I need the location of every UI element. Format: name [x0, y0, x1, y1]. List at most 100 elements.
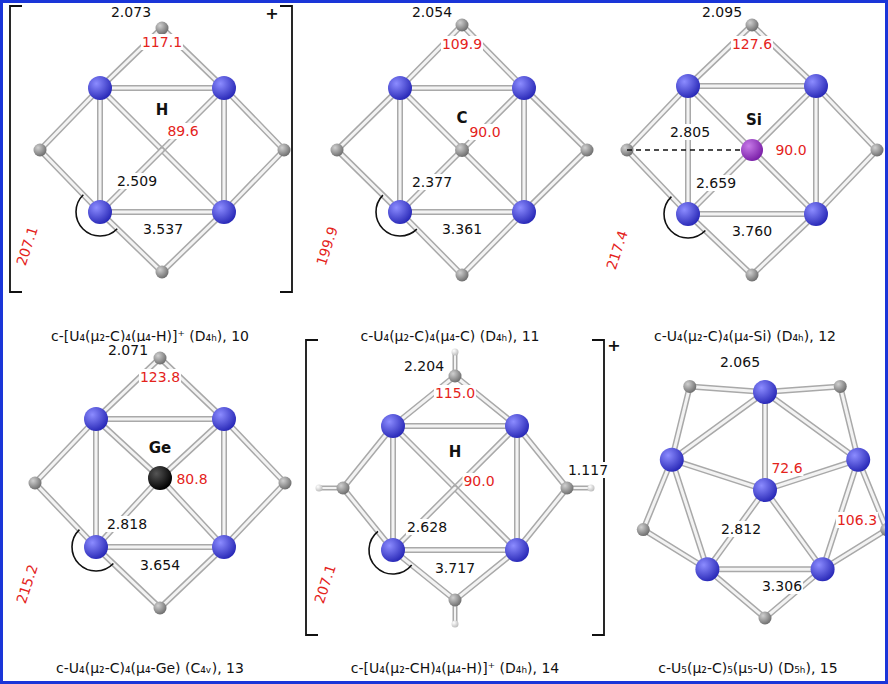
- bond: [96, 544, 224, 550]
- bond: [707, 566, 822, 572]
- carbon-atom: [456, 19, 469, 32]
- bond-highlight: [223, 419, 226, 547]
- bond-highlight: [224, 483, 285, 547]
- atom-label: H: [155, 102, 170, 118]
- bond: [514, 426, 520, 550]
- bond: [35, 419, 96, 483]
- bond: [462, 88, 524, 150]
- bond: [35, 483, 96, 547]
- bond-angle: 207.1: [13, 224, 41, 269]
- bond-highlight: [523, 88, 526, 212]
- uranium-atom: [388, 200, 412, 224]
- bond: [93, 419, 99, 547]
- bond-highlight: [393, 549, 517, 552]
- bond-highlight: [96, 478, 160, 547]
- bond-highlight: [393, 426, 455, 488]
- bond-length: 3.537: [142, 221, 184, 237]
- carbon-atom: [337, 482, 350, 495]
- bond: [400, 209, 524, 215]
- bond: [627, 86, 688, 150]
- angle-arcs: [72, 195, 705, 574]
- bond-highlight: [400, 211, 524, 214]
- bond-angle: 80.8: [175, 471, 208, 487]
- bond-angle: 127.6: [731, 36, 773, 52]
- bond: [393, 423, 517, 429]
- uranium-atom: [88, 200, 112, 224]
- bond: [96, 416, 224, 422]
- bond-highlight: [462, 150, 524, 212]
- carbon-atom: [156, 266, 169, 279]
- central-uranium-atom: [753, 478, 777, 502]
- bond-highlight: [100, 87, 224, 90]
- bond: [337, 150, 400, 212]
- bond-highlight: [455, 488, 517, 550]
- bond-highlight: [96, 358, 160, 419]
- bond-length: 2.805: [669, 124, 711, 140]
- carbon-atom: [456, 269, 469, 282]
- bond-angle: 90.0: [468, 124, 501, 140]
- bond: [224, 419, 285, 483]
- charge-bracket: [306, 340, 604, 635]
- uranium-atom: [512, 200, 536, 224]
- bond-angle: 90.0: [774, 142, 807, 158]
- uranium-atom: [804, 202, 828, 226]
- charge-sign: +: [264, 6, 279, 22]
- bond-angle: 207.1: [311, 562, 339, 607]
- angle-arc: [72, 530, 113, 571]
- bond-length: 2.377: [411, 174, 453, 190]
- bond-highlight: [100, 211, 224, 214]
- bond-highlight: [752, 25, 816, 86]
- carbon-atom: [154, 352, 167, 365]
- carbon-atom: [34, 144, 47, 157]
- bond-highlight: [400, 25, 462, 88]
- bond: [96, 478, 160, 547]
- bond-highlight: [765, 490, 823, 569]
- bond: [765, 460, 858, 490]
- bond-length: 2.628: [406, 519, 448, 535]
- bond-angle: 117.1: [141, 34, 183, 50]
- uranium-atom: [88, 76, 112, 100]
- bond-highlight: [96, 418, 224, 421]
- bond-highlight: [707, 568, 822, 571]
- charge-sign: +: [606, 338, 621, 354]
- bond: [224, 88, 284, 150]
- bond-length: 2.812: [720, 521, 762, 537]
- bond: [224, 150, 284, 212]
- carbon-atom: [156, 22, 169, 35]
- uranium-atom: [804, 74, 828, 98]
- bond: [221, 419, 227, 547]
- bond-highlight: [524, 150, 587, 212]
- uranium-atom: [676, 202, 700, 226]
- carbon-atom: [746, 19, 759, 32]
- uranium-atom: [381, 414, 405, 438]
- carbon-atom: [449, 370, 462, 383]
- bond: [40, 88, 100, 150]
- bond-highlight: [224, 419, 285, 483]
- bond: [400, 25, 462, 88]
- atom-label: Si: [745, 112, 763, 128]
- bond: [100, 88, 162, 150]
- bond-highlight: [816, 86, 877, 150]
- carbon-atom: [278, 144, 291, 157]
- uranium-atom: [505, 414, 529, 438]
- bond-highlight: [399, 88, 402, 212]
- bond-highlight: [162, 88, 224, 150]
- bond: [400, 85, 524, 91]
- compound-caption: c-U₄(μ₂-C)₄(μ₄-Si) (D₄ₕ), 12: [653, 328, 837, 344]
- bond-highlight: [337, 88, 400, 150]
- bond-highlight: [160, 358, 224, 419]
- bond-highlight: [35, 419, 96, 483]
- bond: [813, 86, 819, 214]
- bond-highlight: [160, 478, 224, 547]
- bond: [816, 86, 877, 150]
- bond-highlight: [223, 88, 226, 212]
- central-atom: [741, 139, 763, 161]
- bond-highlight: [400, 150, 462, 212]
- carbon-atom: [449, 594, 462, 607]
- bond-length: 2.054: [411, 4, 453, 20]
- bond: [390, 426, 396, 550]
- bond: [762, 392, 768, 490]
- bond-highlight: [765, 460, 858, 490]
- bond-highlight: [688, 25, 752, 86]
